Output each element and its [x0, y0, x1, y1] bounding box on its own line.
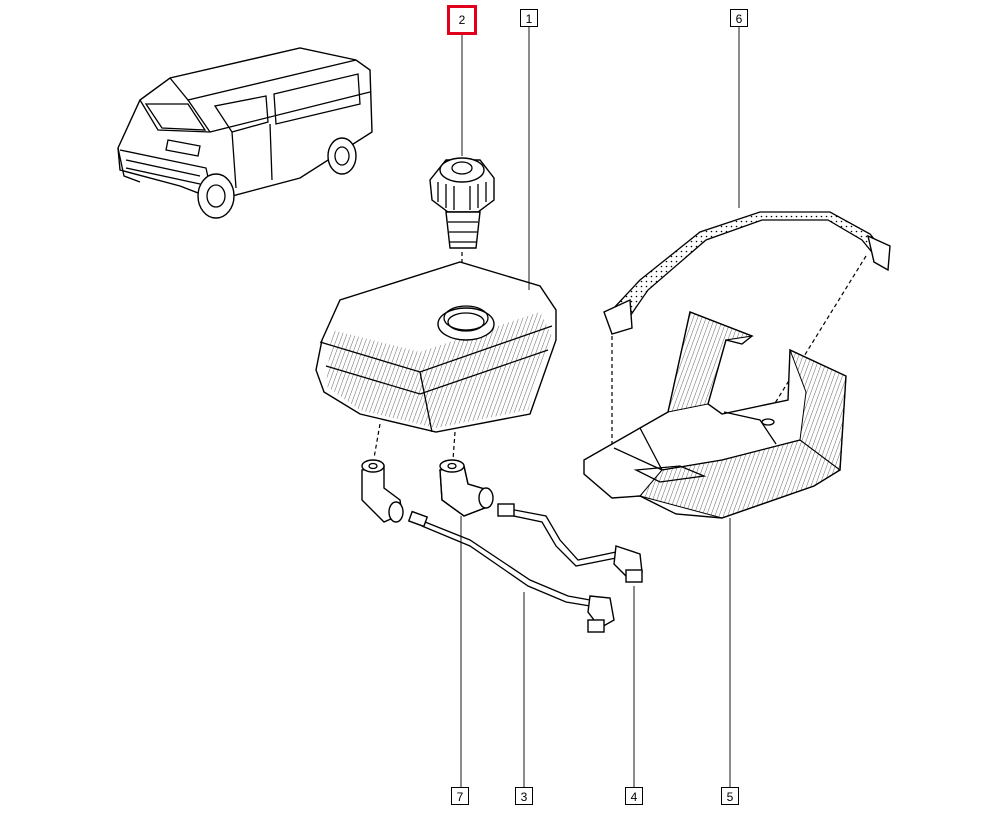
callout-2[interactable]: 2 [447, 5, 477, 35]
callout-5[interactable]: 5 [721, 787, 739, 805]
strap-right-line [771, 255, 867, 409]
strap-part-6[interactable] [603, 211, 891, 335]
outlet-line-right [452, 431, 456, 461]
hose-right-part-7[interactable] [439, 459, 494, 517]
bracket-part-5[interactable] [583, 311, 847, 519]
callout-7[interactable]: 7 [451, 787, 469, 805]
outlet-line-left [373, 423, 381, 459]
pipe-part-4[interactable] [497, 503, 643, 583]
leader-lines [460, 27, 740, 787]
callout-6[interactable]: 6 [730, 9, 748, 27]
reservoir-tank-part-1[interactable] [315, 261, 557, 433]
filler-cap-part-2[interactable] [429, 157, 495, 249]
van-illustration [117, 47, 373, 219]
pipe-part-3[interactable] [407, 510, 615, 633]
callout-4[interactable]: 4 [625, 787, 643, 805]
callout-3[interactable]: 3 [515, 787, 533, 805]
callout-1[interactable]: 1 [520, 9, 538, 27]
hose-left[interactable] [361, 459, 404, 523]
